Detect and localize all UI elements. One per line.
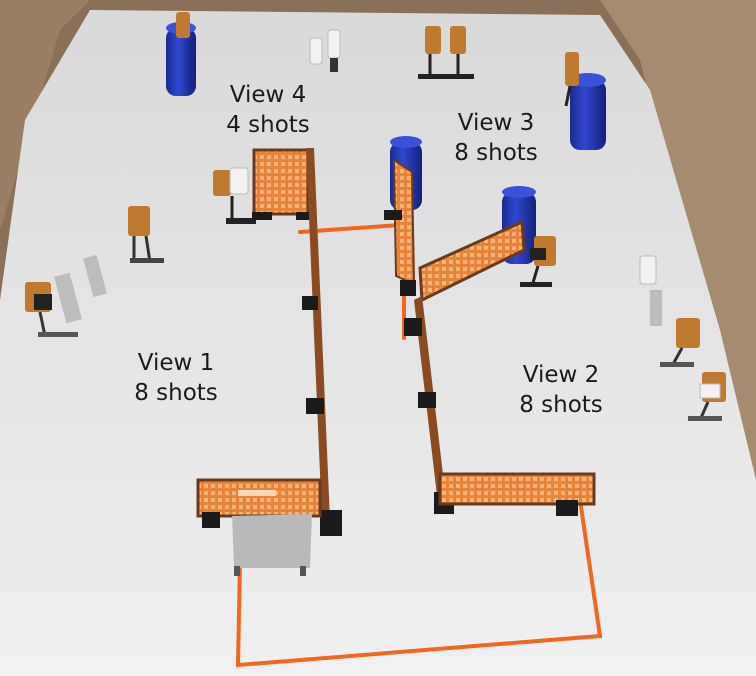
wall-angled <box>418 219 526 303</box>
walls <box>196 148 596 536</box>
floor <box>0 10 756 676</box>
target-top-right <box>564 52 579 107</box>
label-view1-title: View 1 <box>137 350 215 376</box>
target-right-mid <box>660 318 700 367</box>
wall-view3 <box>384 158 416 296</box>
wall-divider-left <box>302 148 342 536</box>
target-center-right <box>520 236 556 287</box>
label-view2-title: View 2 <box>522 362 600 388</box>
target-right-white <box>639 255 662 326</box>
target-left-white-plates <box>54 254 107 324</box>
label-view3: View 3 8 shots <box>440 108 552 168</box>
wall-bottom-right <box>438 472 596 516</box>
target-right-lower <box>688 372 726 421</box>
label-view1: View 1 8 shots <box>120 348 232 408</box>
target-top-white-pair <box>309 29 341 72</box>
target-top-left <box>176 12 190 38</box>
label-view4: View 4 4 shots <box>212 80 324 140</box>
wall-view4 <box>252 148 316 220</box>
label-view2-shots: 8 shots <box>519 392 603 418</box>
label-view3-title: View 3 <box>457 110 535 136</box>
label-view4-title: View 4 <box>229 82 307 108</box>
label-view1-shots: 8 shots <box>134 380 218 406</box>
target-top-brown-pair <box>418 26 474 79</box>
targets <box>25 12 726 421</box>
target-left-upper <box>213 167 256 224</box>
label-view3-shots: 8 shots <box>454 140 538 166</box>
target-left-mid <box>128 206 164 263</box>
label-view2: View 2 8 shots <box>505 360 617 420</box>
label-view4-shots: 4 shots <box>226 112 310 138</box>
gray-table <box>232 514 312 576</box>
target-left-lower <box>25 282 78 337</box>
